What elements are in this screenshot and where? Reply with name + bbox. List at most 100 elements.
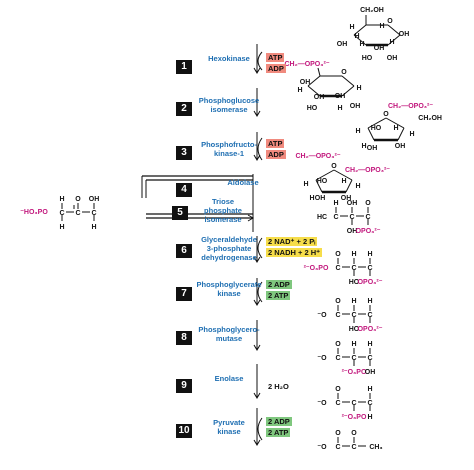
bpg13-sub-top: H — [351, 251, 356, 258]
atom-h: H — [349, 24, 354, 31]
step-number-5: 5 — [172, 206, 188, 220]
atom-oh: OH — [374, 45, 385, 52]
enzyme-label-9: Enolase — [214, 374, 244, 383]
f6p-ring-bond — [385, 117, 405, 129]
carbon: C — [351, 265, 356, 272]
bpg13-phosphate: ²⁻O₃PO — [304, 265, 329, 272]
carbon: C — [335, 444, 340, 451]
atom-oh: OH — [337, 41, 348, 48]
dhap-sub-top: H — [59, 196, 64, 203]
f6p-ring-bond — [367, 117, 387, 129]
step-number-2: 2 — [176, 102, 192, 116]
f16bp-phosphate-1: CH₂—OPO₃²⁻ — [295, 153, 340, 160]
cofactor-curve-6 — [257, 237, 263, 259]
dhap-sub-bot: H — [59, 224, 64, 231]
g6p-ring-oxygen: O — [341, 69, 347, 76]
pg2-sub-top: H — [367, 341, 372, 348]
cofactor-1-1: ATP — [266, 53, 285, 62]
carbon: C — [351, 355, 356, 362]
step-number-1: 1 — [176, 60, 192, 74]
atom-h: H — [341, 178, 346, 185]
f16bp-ring-bond — [345, 179, 353, 193]
enzyme-label-8: Phosphoglycero- mutase — [198, 325, 260, 343]
f6p-ch2oh: CH₂OH — [418, 115, 442, 122]
atom-h: H — [361, 143, 366, 150]
step-number-6: 6 — [176, 244, 192, 258]
atom-h: H — [356, 85, 361, 92]
cofactor-curve-10 — [257, 417, 263, 441]
enzyme-label-5: Triose phosphate isomerase — [204, 197, 242, 224]
carbon: C — [351, 444, 356, 451]
cofactor-6-1: 2 NAD⁺ + 2 Pᵢ — [266, 237, 318, 246]
tpi-arrow-head — [247, 214, 254, 222]
dhap-sub-top: O — [75, 196, 81, 203]
enzyme-label-10: Pyruvate kinase — [213, 418, 245, 436]
atom-ho: HO — [362, 55, 373, 62]
pep-sub-top: H — [367, 386, 372, 393]
g3p-sub-top: OH — [347, 200, 358, 207]
arrow-head — [253, 344, 261, 351]
pep-carboxylate: ⁻O — [317, 400, 327, 407]
carbon: C — [351, 312, 356, 319]
pg2-sub-bot: OH — [365, 369, 376, 376]
pyruvate-carboxylate: ⁻O — [317, 444, 327, 451]
g3p-sub-bot: OH — [347, 228, 358, 235]
pg3-sub-bot: OPO₃²⁻ — [358, 326, 383, 333]
f6p-ring-bond — [397, 127, 405, 141]
bpg13-sub-bot: HO — [349, 279, 360, 286]
f16bp-ring-bond — [315, 179, 323, 193]
atom-oh: OH — [395, 143, 406, 150]
carbon: C — [351, 400, 356, 407]
atom-h: H — [354, 33, 359, 40]
pg2-sub-top: H — [351, 341, 356, 348]
f16bp-phosphate-6: CH₂—OPO₃²⁻ — [345, 167, 390, 174]
step-number-10: 10 — [176, 424, 192, 438]
f16bp-ring-bond — [333, 169, 353, 181]
g3p-aldehyde: HC — [317, 214, 327, 221]
atom-h: H — [359, 41, 364, 48]
atom-oh: OH — [335, 93, 346, 100]
atom-oh: OH — [399, 31, 410, 38]
pep-sub-top: O — [335, 386, 341, 393]
carbon: C — [367, 400, 372, 407]
atom-h: H — [379, 23, 384, 30]
g6p-ring-bond — [341, 85, 355, 97]
pg3-sub-bot: HO — [349, 326, 360, 333]
carbon: C — [75, 210, 80, 217]
step-number-3: 3 — [176, 146, 192, 160]
enzyme-label-7: Phosphoglycerate kinase — [196, 280, 262, 298]
atom-h: H — [393, 125, 398, 132]
atom-h: H — [337, 105, 342, 112]
glucose-ch2oh: CH₂OH — [360, 7, 384, 14]
carbon: C — [335, 312, 340, 319]
atom-h: H — [297, 87, 302, 94]
glucose-ring-bond — [387, 24, 401, 36]
bpg13-sub-top: O — [335, 251, 341, 258]
step-number-9: 9 — [176, 379, 192, 393]
arrow-head — [253, 256, 261, 263]
cofactor-6-2: 2 NADH + 2 H⁺ — [266, 248, 323, 257]
carbon: C — [335, 265, 340, 272]
pyruvate-sub-top: O — [335, 430, 341, 437]
atom-oh: OH — [300, 79, 311, 86]
pep-sub-bot: H — [367, 414, 372, 421]
pg3-carboxylate: ⁻O — [317, 312, 327, 319]
g3p-sub-top: O — [365, 200, 371, 207]
enzyme-label-1: Hexokinase — [208, 54, 250, 63]
enzyme-label-3: Phosphofructo- kinase-1 — [201, 140, 257, 158]
cofactor-9-1: 2 H₂O — [268, 382, 289, 391]
carbon: C — [333, 214, 338, 221]
cofactor-3-2: ADP — [266, 150, 286, 159]
carbon: C — [91, 210, 96, 217]
cofactor-1-2: ADP — [266, 64, 286, 73]
arrow-head — [253, 67, 261, 74]
atom-oh: OH — [367, 145, 378, 152]
cofactor-10-1: 2 ADP — [266, 417, 292, 426]
arrow-head — [253, 439, 261, 446]
cofactor-curve-3 — [257, 137, 263, 161]
carbon: C — [367, 312, 372, 319]
atom-h: H — [389, 39, 394, 46]
atom-ho: HO — [317, 178, 328, 185]
pg3-sub-top: H — [351, 298, 356, 305]
